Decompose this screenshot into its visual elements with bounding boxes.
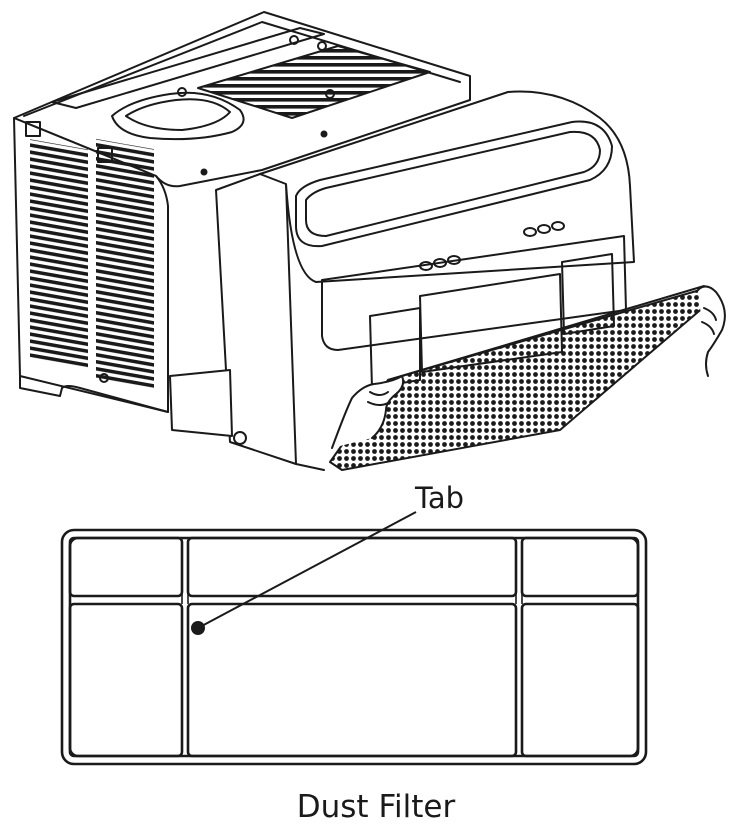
caster-wheel (233, 431, 247, 445)
screw-hole (317, 41, 327, 51)
filter-panel-top-center (186, 536, 518, 598)
filter-inner-frame (68, 536, 640, 758)
screw-hole (177, 87, 187, 97)
air-conditioner-unit (13, 11, 726, 471)
right-hand (697, 285, 726, 377)
screw-hole (325, 89, 335, 99)
tab-label: Tab (415, 481, 465, 515)
filter-panel-top-right (520, 536, 640, 598)
top-rail (51, 27, 325, 109)
compressor-cap-inner (125, 98, 231, 131)
base-foot (169, 369, 233, 437)
front-housing-bottom (295, 463, 325, 471)
screw-hole (200, 168, 208, 176)
filter-panel-top-left (68, 536, 184, 598)
tab-marker-dot (191, 621, 205, 635)
mounting-bracket (97, 147, 113, 163)
filter-slot (321, 235, 627, 351)
rear-housing-bottom (19, 375, 63, 397)
removed-filter-panel-edge (387, 285, 705, 381)
left-hand-fingers (367, 391, 391, 406)
dust-filter-caption: Dust Filter (296, 789, 456, 825)
filter-panel-bottom-center (186, 602, 518, 758)
mounting-bracket (25, 121, 41, 137)
tab-callout (191, 511, 417, 635)
rear-housing-bottom-edge (61, 385, 169, 413)
front-housing-top-inner (295, 120, 613, 248)
front-housing-top-inner-2 (305, 130, 601, 237)
compressor-cap (111, 91, 245, 141)
control-buttons-right (523, 221, 565, 237)
screw-hole (320, 130, 328, 138)
drain-plug (99, 373, 109, 383)
filter-clips (181, 584, 523, 648)
side-louvers-right (96, 138, 154, 390)
filter-panel-bottom-left (68, 602, 184, 758)
screw-hole (289, 35, 299, 45)
filter-panel-bottom-right (520, 602, 640, 758)
top-vent-grille (197, 45, 431, 119)
right-hand-fingers (701, 307, 717, 335)
filter-outer-frame (60, 528, 648, 766)
side-louvers-left (30, 139, 88, 370)
dust-filter (60, 528, 648, 766)
tab-leader-line (197, 511, 417, 629)
